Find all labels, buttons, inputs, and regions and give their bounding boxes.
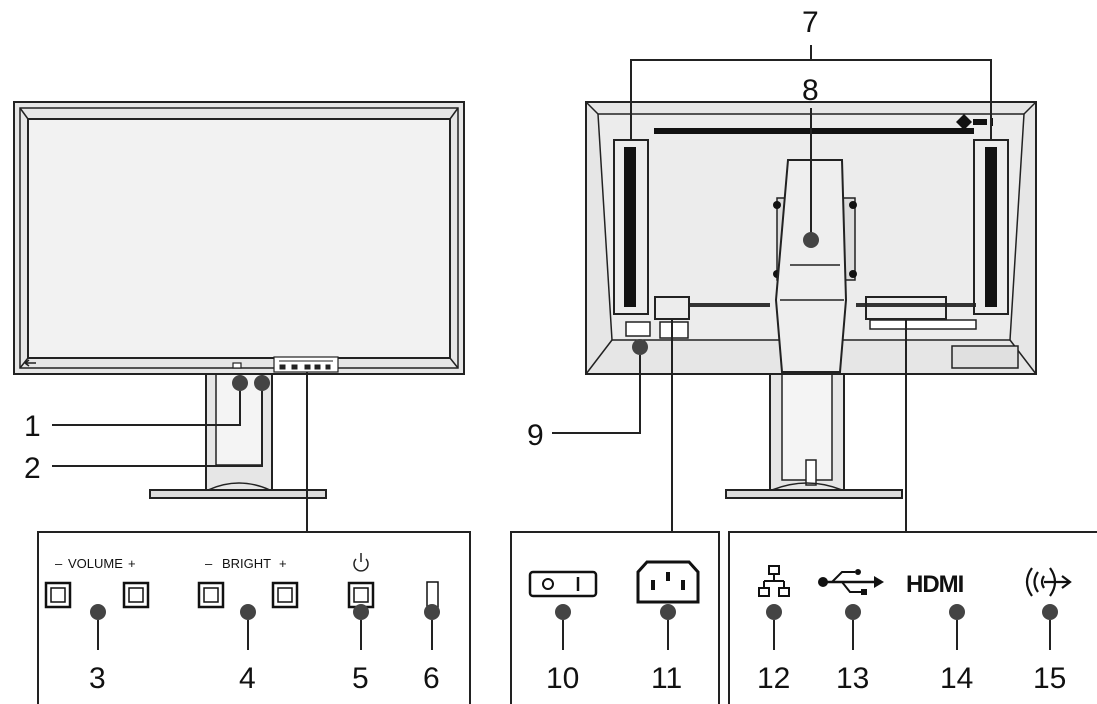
callout-12: 12 bbox=[757, 662, 790, 695]
power-button[interactable] bbox=[347, 581, 375, 609]
callout-3: 3 bbox=[89, 662, 106, 695]
front-view: 1 2 bbox=[13, 101, 465, 532]
top-vent bbox=[654, 128, 974, 134]
ambient-sensor bbox=[232, 362, 242, 369]
callout-6: 6 bbox=[423, 662, 440, 695]
callout-15: 15 bbox=[1033, 662, 1066, 695]
callout-4: 4 bbox=[239, 662, 256, 695]
volume-up-button[interactable] bbox=[122, 581, 150, 609]
rear-power-panel: 10 11 bbox=[510, 531, 720, 704]
callout-11: 11 bbox=[651, 662, 682, 695]
bright-minus-label: – bbox=[205, 556, 213, 571]
front-logo-icon bbox=[24, 359, 36, 367]
callout-10: 10 bbox=[546, 662, 579, 695]
callout-9: 9 bbox=[527, 419, 544, 452]
front-screen bbox=[27, 118, 451, 359]
callout-2: 2 bbox=[24, 452, 41, 485]
volume-plus-label: + bbox=[128, 556, 136, 571]
bright-plus-label: + bbox=[279, 556, 287, 571]
callout-1: 1 bbox=[24, 410, 41, 443]
callout-5: 5 bbox=[352, 662, 369, 695]
bright-label: BRIGHT bbox=[222, 556, 271, 571]
audio-out-icon bbox=[1025, 567, 1072, 597]
bright-down-button[interactable] bbox=[197, 581, 225, 609]
power-switch-icon bbox=[528, 570, 598, 598]
hdmi-icon: HDMI bbox=[906, 571, 964, 598]
volume-minus-label: – bbox=[55, 556, 63, 571]
rear-connector-strip bbox=[690, 303, 770, 307]
bright-up-button[interactable] bbox=[271, 581, 299, 609]
rear-stand-base bbox=[725, 489, 903, 499]
front-stand-base bbox=[149, 489, 327, 499]
volume-down-button[interactable] bbox=[44, 581, 72, 609]
volume-label: VOLUME bbox=[68, 556, 123, 571]
callout-8: 8 bbox=[802, 74, 819, 107]
ac-inlet-icon bbox=[636, 560, 700, 604]
rear-port-panel: HDMI 12 13 14 15 bbox=[728, 531, 1097, 704]
front-button-panel: – VOLUME + – BRIGHT + 3 4 5 6 bbox=[37, 531, 471, 704]
power-icon bbox=[353, 553, 369, 572]
usb-icon bbox=[818, 569, 884, 595]
callout-7: 7 bbox=[802, 6, 819, 39]
stand-arm bbox=[774, 159, 848, 373]
rear-view: 7 8 9 bbox=[527, 6, 1037, 532]
speaker-right bbox=[985, 147, 997, 307]
speaker-left bbox=[624, 147, 636, 307]
rear-power-switch bbox=[625, 321, 651, 337]
lan-icon bbox=[758, 565, 790, 597]
callout-13: 13 bbox=[836, 662, 869, 695]
callout-14: 14 bbox=[940, 662, 973, 695]
